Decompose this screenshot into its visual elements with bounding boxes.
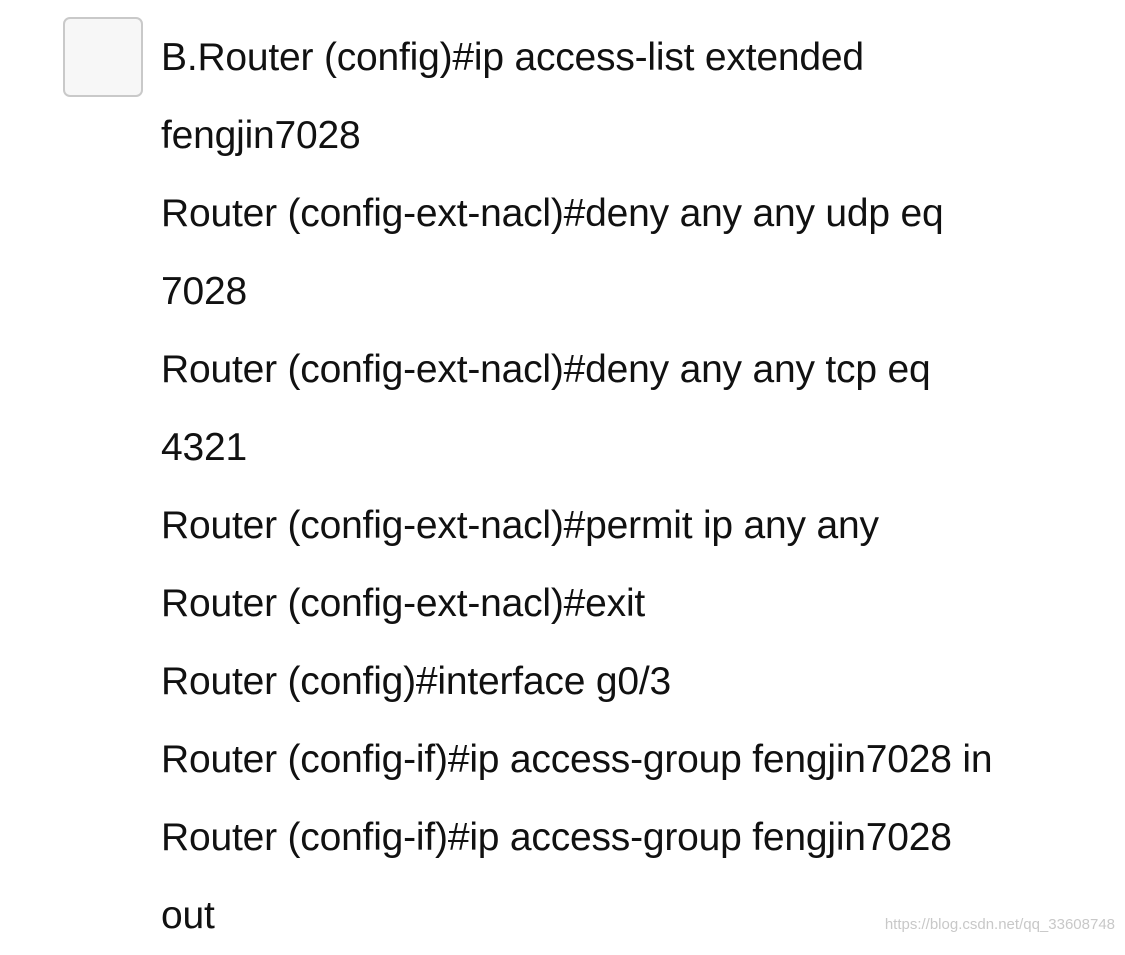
option-line: Router (config-if)#ip access-group fengj…: [161, 738, 993, 781]
option-line: Router (config-if)#ip access-group fengj…: [161, 816, 952, 859]
option-line: Router (config-ext-nacl)#permit ip any a…: [161, 504, 879, 547]
option-line: Router (config-ext-nacl)#exit: [161, 582, 646, 625]
option-text: B.Router (config)#ip access-list extende…: [161, 19, 1121, 955]
option-line: Router (config)#interface g0/3: [161, 660, 671, 703]
option-line: 7028: [161, 270, 247, 313]
option-line: 4321: [161, 426, 247, 469]
option-line: Router (config-ext-nacl)#deny any any tc…: [161, 348, 931, 391]
option-line: Router (config-ext-nacl)#deny any any ud…: [161, 192, 944, 235]
option-checkbox[interactable]: [63, 17, 143, 97]
option-line: B.Router (config)#ip access-list extende…: [161, 36, 864, 79]
option-line: fengjin7028: [161, 114, 361, 157]
option-line: out: [161, 894, 215, 937]
watermark: https://blog.csdn.net/qq_33608748: [884, 916, 1115, 933]
